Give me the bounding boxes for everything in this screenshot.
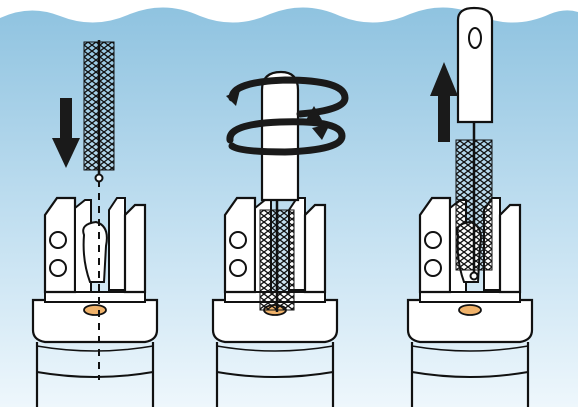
brush-handle-3 [458, 8, 492, 122]
brush-handle-2 [262, 72, 298, 200]
cleaning-brush-1 [84, 40, 114, 182]
instrument-jaw-1 [83, 222, 107, 282]
